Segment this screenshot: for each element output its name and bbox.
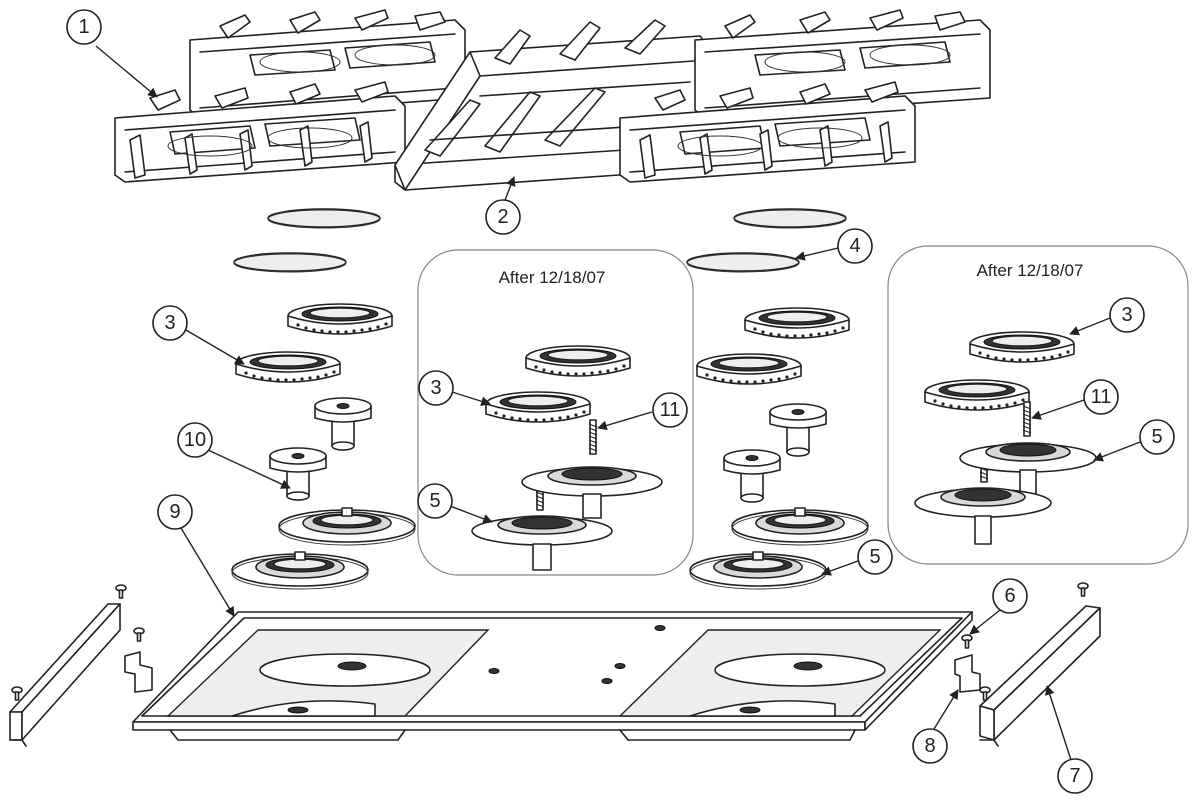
callout-6: 6 [969, 578, 1028, 635]
callout-10-label: 10 [184, 429, 206, 451]
callout-8-label: 8 [924, 735, 935, 757]
callout-10: 10 [177, 422, 291, 489]
callout-5-right-label: 5 [869, 546, 880, 568]
callout-3-panel-left: 3 [418, 370, 491, 407]
callout-1: 1 [66, 9, 158, 98]
side-rail-right [954, 582, 1101, 747]
callout-3-left-label: 3 [164, 312, 175, 334]
callout-11-panel-right-label: 11 [1091, 386, 1112, 408]
left-burner-stack [231, 208, 416, 590]
callout-3-panel-right-label: 3 [1121, 304, 1132, 326]
callout-7-label: 7 [1069, 765, 1080, 787]
callout-11-panel-left-label: 11 [660, 399, 681, 421]
callout-9: 9 [157, 494, 235, 617]
side-rail-left [9, 584, 153, 747]
callout-4: 4 [795, 228, 873, 264]
callout-9-label: 9 [169, 501, 180, 523]
callout-5-panel-left: 5 [417, 483, 493, 524]
grate-right [619, 9, 991, 183]
after-panel-right-label: After 12/18/07 [977, 261, 1084, 280]
after-panel-left: After 12/18/07 [417, 249, 694, 576]
grate-center [394, 19, 709, 191]
callout-4-label: 4 [849, 235, 860, 257]
callout-6-label: 6 [1004, 585, 1015, 607]
callout-7: 7 [1045, 685, 1093, 794]
callout-5-panel-left-label: 5 [429, 490, 440, 512]
callout-11-panel-left: 11 [597, 392, 688, 431]
callout-1-label: 1 [78, 16, 89, 38]
callout-3-panel-right: 3 [1069, 297, 1145, 336]
callout-5-right: 5 [821, 539, 893, 576]
drip-pan [132, 611, 973, 741]
after-panel-left-label: After 12/18/07 [499, 268, 606, 287]
callout-3-left: 3 [152, 305, 245, 365]
grate-left [114, 9, 466, 183]
callout-5-panel-right-label: 5 [1151, 426, 1162, 448]
callout-5-panel-right: 5 [1093, 419, 1175, 462]
callout-11-panel-right: 11 [1031, 379, 1119, 420]
right-burner-stack [686, 208, 869, 590]
callout-2-label: 2 [497, 206, 508, 228]
callout-3-panel-left-label: 3 [430, 377, 441, 399]
callout-2: 2 [485, 176, 521, 235]
callout-8: 8 [912, 689, 959, 764]
after-panel-right: After 12/18/07 [887, 245, 1189, 565]
